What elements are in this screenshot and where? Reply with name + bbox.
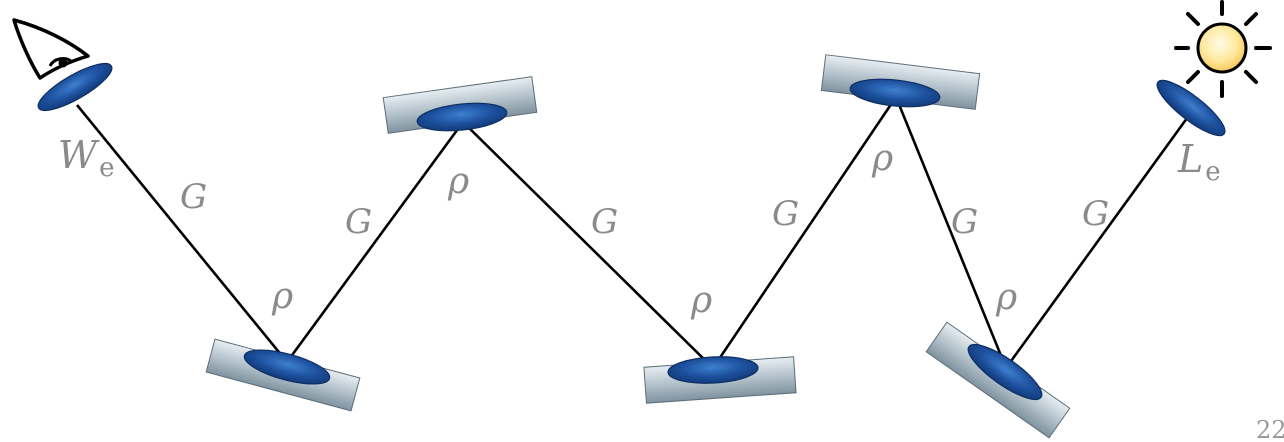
patch-vertex-1 xyxy=(243,349,331,385)
geometry-label-4: G xyxy=(772,194,799,234)
geometry-label-6: G xyxy=(1082,194,1109,234)
sun-icon xyxy=(1174,0,1272,98)
brdf-label-3: ρ xyxy=(690,280,712,321)
patch-vertex-5 xyxy=(967,344,1043,400)
patch-sensor xyxy=(37,62,113,112)
slide-number: 22 xyxy=(1256,416,1284,442)
emitter-label: Le xyxy=(1177,137,1221,187)
patch-vertex-2 xyxy=(416,102,508,132)
brdf-label-1: ρ xyxy=(271,276,293,317)
sensor-label: We xyxy=(58,133,114,183)
geometry-label-3: G xyxy=(591,202,618,242)
light-path xyxy=(75,94,1192,371)
brdf-label-4: ρ xyxy=(871,138,893,179)
geometry-label-1: G xyxy=(180,177,207,217)
brdf-label-2: ρ xyxy=(447,161,469,202)
brdf-label-5: ρ xyxy=(995,277,1017,318)
patch-vertex-4 xyxy=(849,78,941,108)
geometry-label-2: G xyxy=(345,202,372,242)
patch-vertex-3 xyxy=(667,356,759,384)
eye-icon xyxy=(12,18,90,80)
patch-emitter xyxy=(1156,79,1226,137)
geometry-label-5: G xyxy=(951,202,978,242)
